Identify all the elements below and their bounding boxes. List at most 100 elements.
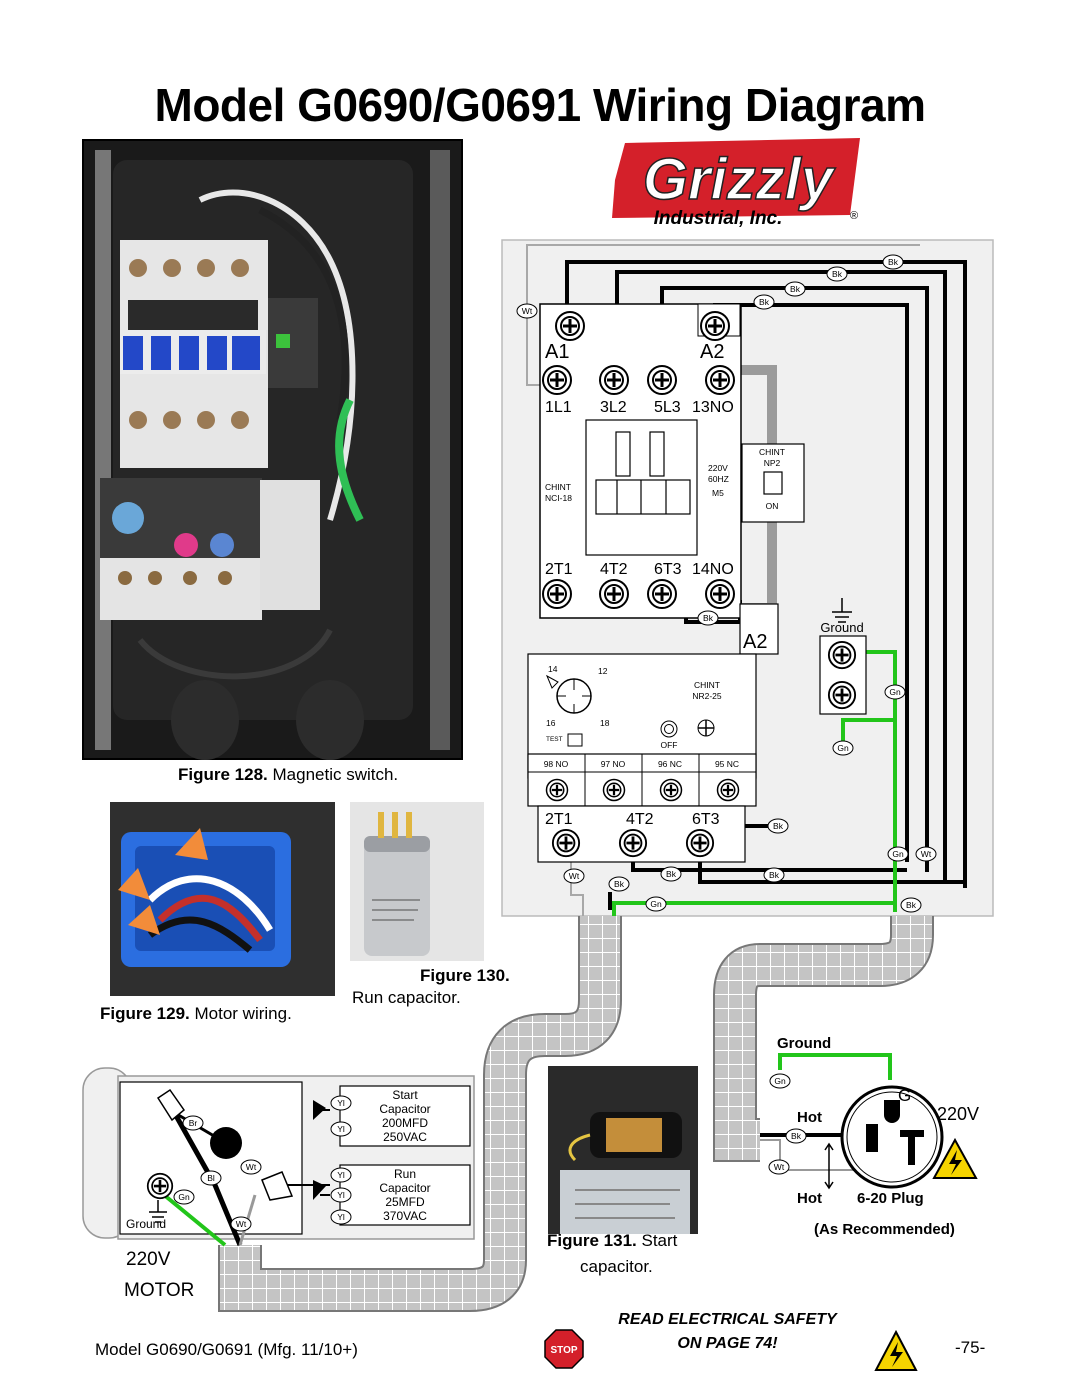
coil-terminal-a1: A1 bbox=[545, 341, 569, 363]
svg-text:2T1: 2T1 bbox=[545, 811, 573, 828]
plug-hot-label: Hot bbox=[797, 1109, 822, 1126]
wire-tag: Gn bbox=[645, 896, 667, 912]
svg-text:Yl: Yl bbox=[337, 1190, 345, 1200]
coil-terminal-a2: A2 bbox=[700, 341, 724, 363]
terminal-4t2: 4T2 bbox=[600, 561, 628, 578]
page-number: -75- bbox=[955, 1338, 986, 1357]
footer-hazard-icon bbox=[874, 1329, 918, 1371]
plug-hot-label-2: Hot bbox=[797, 1190, 822, 1207]
page-title: Model G0690/G0691 Wiring Diagram bbox=[154, 79, 926, 131]
wire-tag: Gn bbox=[884, 684, 906, 700]
overload-off-label: OFF bbox=[661, 740, 678, 750]
svg-text:Bk: Bk bbox=[666, 869, 677, 879]
terminal-6t3: 6T3 bbox=[654, 561, 682, 578]
start-capacitor-photo bbox=[548, 1066, 698, 1234]
svg-text:Yl: Yl bbox=[337, 1098, 345, 1108]
wire-tag: Gn bbox=[769, 1073, 791, 1089]
figure-130-label: Figure 130. bbox=[420, 966, 510, 985]
svg-text:Start: Start bbox=[392, 1088, 418, 1102]
motor-ground-label: Ground bbox=[126, 1217, 166, 1231]
magnetic-switch-photo bbox=[82, 139, 463, 760]
wire-tag: Bk bbox=[882, 254, 904, 270]
svg-text:Bk: Bk bbox=[790, 284, 801, 294]
figure-130-caption: Figure 130. bbox=[420, 965, 510, 986]
svg-text:Bk: Bk bbox=[773, 821, 784, 831]
svg-text:Wt: Wt bbox=[569, 871, 580, 881]
logo-brand: Grizzly bbox=[643, 147, 836, 212]
wire-tag: Bk bbox=[660, 866, 682, 882]
svg-text:Bk: Bk bbox=[614, 879, 625, 889]
svg-text:Bk: Bk bbox=[906, 900, 917, 910]
svg-text:95 NC: 95 NC bbox=[715, 759, 739, 769]
wire-tag: Bk bbox=[900, 897, 922, 913]
wire-tag: Wt bbox=[915, 846, 937, 862]
svg-text:370VAC: 370VAC bbox=[383, 1209, 427, 1223]
figure-131-label: Figure 131. bbox=[547, 1231, 637, 1250]
start-switch-icon bbox=[210, 1127, 242, 1159]
svg-text:Run: Run bbox=[394, 1167, 416, 1181]
overload-test-label: TEST bbox=[546, 736, 563, 743]
wire-tag: Gn bbox=[887, 846, 909, 862]
run-capacitor-box bbox=[339, 1164, 471, 1226]
svg-text:Yl: Yl bbox=[337, 1212, 345, 1222]
contactor-brand: CHINT bbox=[545, 482, 571, 492]
ground-pin-icon bbox=[884, 1100, 900, 1123]
svg-text:25MFD: 25MFD bbox=[385, 1195, 425, 1209]
svg-text:97 NO: 97 NO bbox=[601, 759, 626, 769]
capacitor-terminal-icon bbox=[313, 1100, 326, 1120]
grizzly-logo: Grizzly Industrial, Inc. ® bbox=[612, 138, 860, 229]
wire-code-tags: Bk Bk Bk Bk Wt Bk Gn Gn Bk Gn Wt Bk Bk W… bbox=[516, 254, 937, 913]
svg-text:Gn: Gn bbox=[889, 687, 901, 697]
screw-terminal bbox=[554, 310, 586, 342]
plug-voltage: 220V bbox=[937, 1104, 979, 1124]
svg-text:12: 12 bbox=[598, 666, 608, 676]
terminal-3l2: 3L2 bbox=[600, 399, 627, 416]
figure-128-label: Figure 128. bbox=[178, 765, 268, 784]
terminal-2t1: 2T1 bbox=[545, 561, 573, 578]
svg-text:18: 18 bbox=[600, 718, 610, 728]
svg-text:Gn: Gn bbox=[650, 899, 662, 909]
wire-tag: Wt bbox=[563, 868, 585, 884]
figure-131-caption: Figure 131. Start bbox=[547, 1230, 677, 1251]
motor-wiring-photo bbox=[110, 802, 335, 996]
svg-text:Capacitor: Capacitor bbox=[379, 1102, 430, 1116]
ground-symbol-icon bbox=[149, 1200, 167, 1223]
conduit-plug bbox=[715, 916, 932, 1160]
terminal-13no: 13NO bbox=[692, 399, 734, 416]
svg-text:16: 16 bbox=[546, 718, 556, 728]
run-capacitor-photo bbox=[350, 802, 484, 961]
plug-type: 6-20 Plug bbox=[857, 1190, 924, 1207]
terminal-5l3: 5L3 bbox=[654, 399, 681, 416]
aux-state: ON bbox=[766, 501, 779, 511]
wire-tag: Bk bbox=[785, 1128, 807, 1144]
ground-symbol-icon bbox=[832, 598, 852, 623]
svg-text:Wt: Wt bbox=[236, 1219, 247, 1229]
svg-text:Bk: Bk bbox=[791, 1131, 802, 1141]
svg-text:Gn: Gn bbox=[837, 743, 849, 753]
terminal-14no: 14NO bbox=[692, 561, 734, 578]
svg-text:Wt: Wt bbox=[774, 1162, 785, 1172]
svg-text:Bk: Bk bbox=[832, 269, 843, 279]
svg-text:6T3: 6T3 bbox=[692, 811, 720, 828]
stop-sign-icon: STOP bbox=[544, 1329, 584, 1369]
svg-text:Gn: Gn bbox=[178, 1192, 190, 1202]
ground-block: Ground bbox=[819, 598, 867, 715]
svg-text:Wt: Wt bbox=[522, 306, 533, 316]
overload-test-button bbox=[567, 733, 583, 747]
plug-face bbox=[840, 1085, 944, 1189]
wire-nut-icon bbox=[261, 1171, 294, 1201]
wire-tag: Bk bbox=[697, 610, 719, 626]
wire-tag: Bl bbox=[200, 1170, 222, 1186]
wire-tag: Bk bbox=[767, 818, 789, 834]
figure-129-caption: Figure 129. Motor wiring. bbox=[100, 1003, 292, 1024]
contactor-frequency: 60HZ bbox=[708, 474, 729, 484]
plug-ground-label: Ground bbox=[777, 1035, 831, 1052]
electrical-safety-warning: READ ELECTRICAL SAFETY ON PAGE 74! bbox=[595, 1308, 860, 1356]
wire-tag: Wt bbox=[768, 1159, 790, 1175]
screw-terminal bbox=[699, 310, 731, 342]
warning-line-2: ON PAGE 74! bbox=[677, 1335, 778, 1352]
svg-text:Yl: Yl bbox=[337, 1124, 345, 1134]
dial-pointer-icon bbox=[545, 674, 559, 689]
svg-text:Bk: Bk bbox=[759, 297, 770, 307]
wire-tag: Bk bbox=[753, 294, 775, 310]
